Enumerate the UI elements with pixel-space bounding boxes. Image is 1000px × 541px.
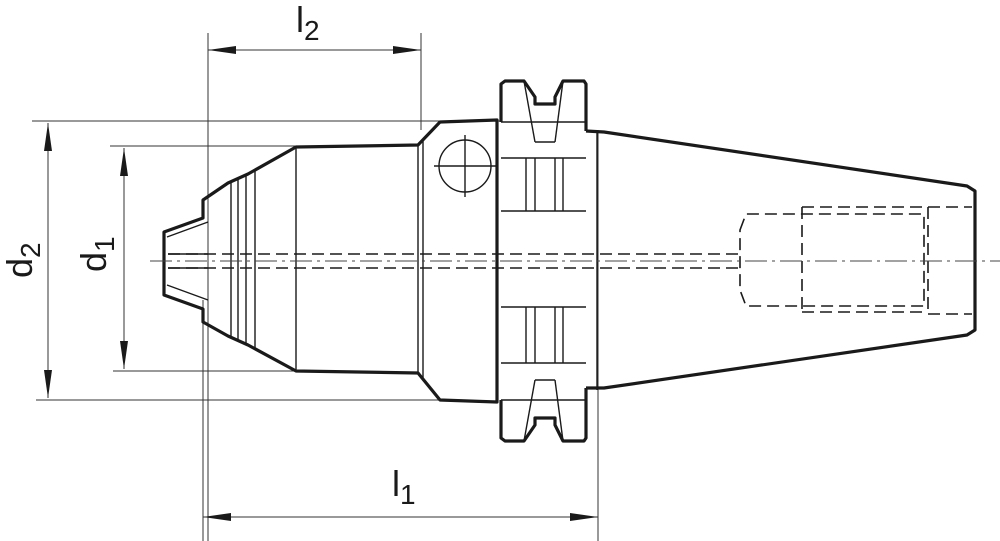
label-d2: d2: [0, 242, 46, 278]
label-d1: d1: [73, 236, 120, 272]
dimension-l2: [208, 46, 421, 54]
dimension-l1: [203, 513, 598, 521]
flange: [499, 79, 588, 443]
dimension-d2: [44, 123, 52, 398]
extension-lines: [32, 33, 599, 541]
chuck-nose: [162, 118, 499, 404]
label-l2: l2: [296, 0, 320, 46]
label-l1: l1: [392, 463, 416, 510]
hidden-bore: [168, 206, 972, 315]
dimension-d1: [120, 148, 128, 369]
set-screw-symbol: [434, 135, 496, 197]
